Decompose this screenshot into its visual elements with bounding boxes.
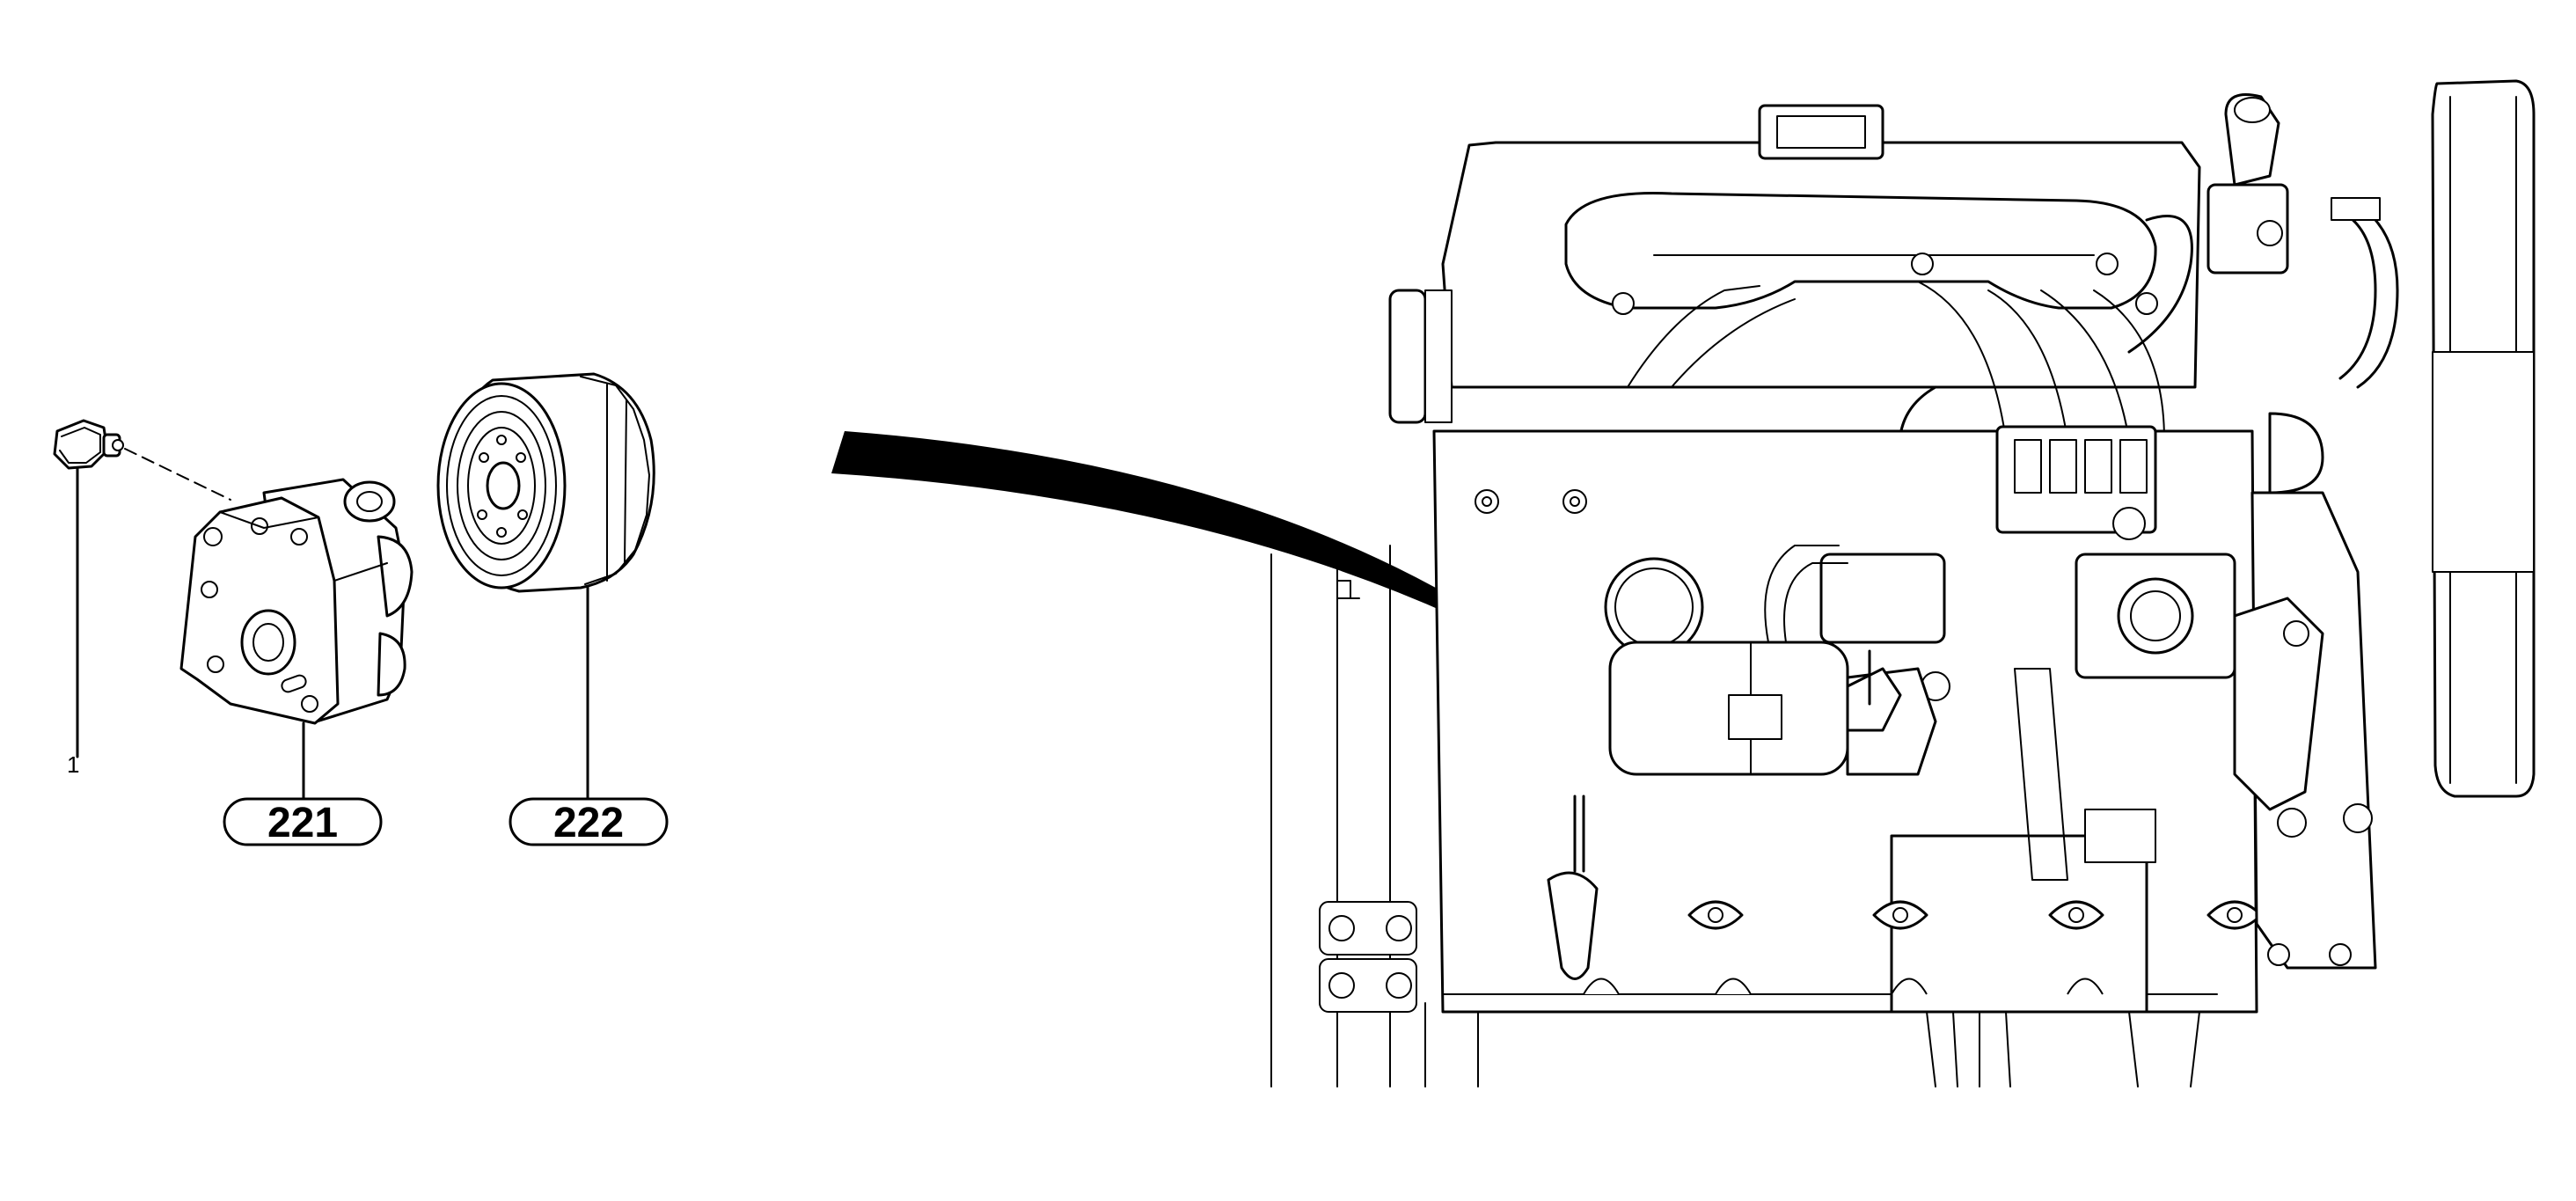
oil-pump-housing-icon: [179, 478, 413, 801]
engine-assembly-icon: [1270, 79, 2536, 1087]
callout-222[interactable]: 222: [509, 797, 669, 846]
oil-pressure-switch-icon: [53, 419, 124, 758]
assembly-dashed-line: [124, 448, 231, 501]
curved-pointer-arrow-icon: [831, 431, 1566, 673]
svg-text:222: 222: [553, 800, 624, 846]
svg-text:221: 221: [267, 800, 338, 846]
callout-221[interactable]: 221: [223, 797, 383, 846]
oil-filter-icon: [436, 372, 655, 801]
item-number-1: 1: [67, 751, 79, 778]
